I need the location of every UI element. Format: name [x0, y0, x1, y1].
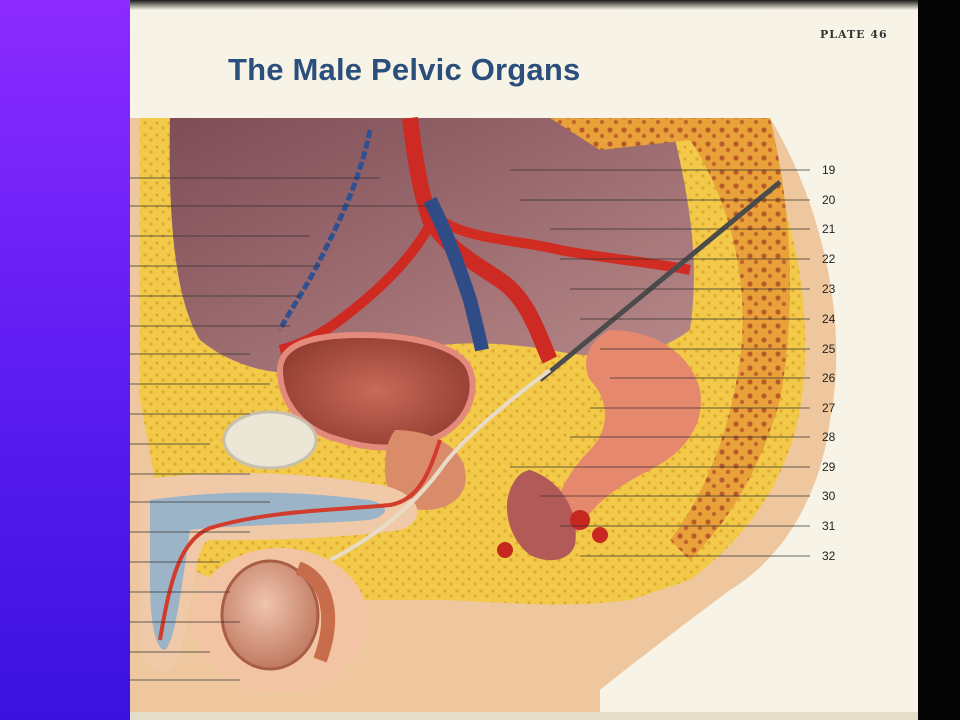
bladder — [276, 331, 476, 451]
label-28: 28 — [822, 430, 836, 444]
plate-number: PLATE 46 — [820, 28, 888, 41]
label-31: 31 — [822, 519, 836, 533]
epididymis — [295, 561, 336, 663]
page-title: The Male Pelvic Organs — [228, 52, 581, 87]
label-20: 20 — [822, 193, 836, 207]
pelvic-anatomy-illustration — [130, 117, 918, 720]
vas-deferens — [329, 368, 552, 562]
probe — [538, 180, 782, 382]
label-27: 27 — [822, 401, 836, 415]
label-29: 29 — [822, 460, 836, 474]
label-22: 22 — [822, 252, 836, 266]
label-23: 23 — [822, 282, 836, 296]
sphincter — [592, 527, 608, 543]
label-30: 30 — [822, 489, 836, 503]
rectum — [550, 330, 701, 540]
label-24: 24 — [822, 312, 836, 326]
vein-branch — [277, 129, 373, 332]
atlas-page: PLATE 46 The Male Pelvic Organs — [130, 0, 918, 720]
page-top-shadow — [130, 0, 918, 10]
label-19: 19 — [822, 163, 836, 177]
label-25: 25 — [822, 342, 836, 356]
iliac-branch — [437, 215, 691, 275]
left-leader-lines — [130, 177, 430, 681]
page-bottom-band — [130, 712, 918, 720]
pubic-symphysis — [222, 410, 318, 470]
sphincter — [570, 510, 590, 530]
prostate — [385, 430, 466, 510]
right-dark-border — [918, 0, 960, 720]
label-26: 26 — [822, 371, 836, 385]
sacrum — [550, 118, 791, 560]
left-purple-band — [0, 0, 130, 720]
anal-canal — [506, 470, 576, 561]
testis — [220, 559, 320, 671]
right-leader-lines — [510, 169, 810, 557]
pelvic-cavity — [169, 118, 694, 374]
iliac-vein — [423, 196, 489, 352]
urethra — [158, 439, 442, 641]
sphincter — [497, 542, 513, 558]
label-21: 21 — [822, 222, 836, 236]
label-32: 32 — [822, 549, 836, 563]
